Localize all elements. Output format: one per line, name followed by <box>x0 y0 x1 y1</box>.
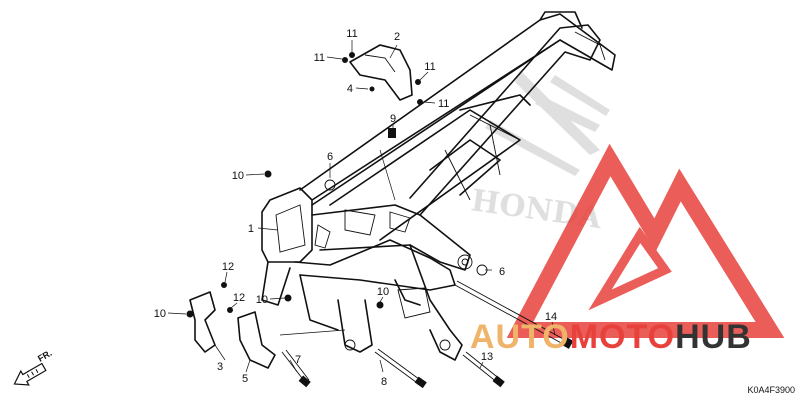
front-arrow-icon <box>13 362 47 386</box>
callout-2: 2 <box>394 31 400 43</box>
bracket-part-2 <box>349 44 413 101</box>
callout-labels: 1 2 3 4 5 6 6 7 8 9 10 10 10 10 11 11 11… <box>154 28 557 388</box>
bolt-part-14 <box>454 280 574 349</box>
callout-10-mid: 10 <box>256 294 268 306</box>
callout-6-right: 6 <box>499 266 505 278</box>
callout-6-upper: 6 <box>327 151 333 163</box>
callout-10-center: 10 <box>377 286 389 298</box>
callout-12-lower: 12 <box>233 292 245 304</box>
svg-text:AUTOMOTOHUB: AUTOMOTOHUB <box>470 318 752 356</box>
callout-13: 13 <box>481 351 493 363</box>
leader-lines <box>167 40 556 373</box>
callout-9: 9 <box>390 113 396 125</box>
main-frame <box>261 11 616 361</box>
watermark-brand-part1: AUTO <box>470 318 570 356</box>
callout-10-left: 10 <box>154 308 166 320</box>
callout-14: 14 <box>545 311 557 323</box>
callout-8: 8 <box>381 376 387 388</box>
watermark-brand-part3: HUB <box>675 318 752 356</box>
hardware-small-parts <box>186 52 488 318</box>
front-direction-label: FR. <box>36 348 54 364</box>
callout-1: 1 <box>248 223 254 235</box>
watermark-brand-part2: MOTO <box>570 318 675 356</box>
drawing-code: K0A4F3900 <box>747 385 795 395</box>
callout-11-right-top: 11 <box>424 61 435 73</box>
autotomotohub-logo-mark <box>506 143 785 338</box>
callout-10-left-top: 10 <box>232 170 244 182</box>
bracket-part-3 <box>189 291 216 353</box>
callout-11-left: 11 <box>314 52 325 64</box>
watermark-brand: AUTOMOTOHUB <box>470 318 752 356</box>
bolt-part-13 <box>462 351 505 388</box>
bolt-part-7 <box>281 349 311 388</box>
bolt-part-8 <box>374 348 427 389</box>
bracket-part-5 <box>237 311 276 369</box>
callout-4: 4 <box>347 83 353 95</box>
callout-3: 3 <box>217 361 223 373</box>
callout-11-right: 11 <box>438 98 449 110</box>
front-direction-indicator: FR. <box>13 348 54 386</box>
callout-12-upper: 12 <box>222 261 234 273</box>
callout-11-top: 11 <box>346 28 357 40</box>
callout-7: 7 <box>295 354 301 366</box>
callout-5: 5 <box>242 373 248 385</box>
